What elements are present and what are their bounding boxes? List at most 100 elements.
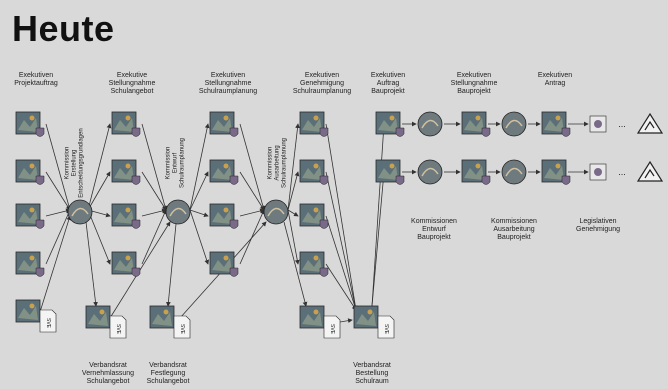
node-exekutive-col1-3 [16, 252, 44, 277]
arrow [326, 216, 356, 310]
node-layer: SVE SVE SVE SVE SVE...... [16, 112, 662, 338]
document-label: SVE [45, 318, 51, 329]
node-exekutiven-antrag-1 [542, 160, 570, 185]
arrow [142, 124, 166, 210]
arrow [142, 172, 166, 210]
coat-of-arms-icon [36, 268, 44, 277]
arrow [240, 124, 264, 210]
crest-detail [164, 310, 169, 315]
crest-detail [30, 164, 35, 169]
document-label: SVE [383, 324, 389, 335]
node-exekutive-col4-3 [300, 252, 328, 277]
node-exekutive-col3-3 [210, 252, 238, 277]
arrow [326, 172, 356, 310]
node-verbandsrat-2 [150, 306, 174, 328]
arrow [190, 124, 208, 210]
document-verbandsrat-2: SVE [174, 316, 190, 338]
crest-detail [314, 208, 319, 213]
crest-detail [126, 164, 131, 169]
crest-detail [30, 256, 35, 261]
coat-of-arms-icon [230, 268, 238, 277]
crest-detail [314, 116, 319, 121]
commission-circle [502, 112, 526, 136]
coat-of-arms-icon [132, 128, 140, 137]
arrow [190, 210, 208, 264]
document-col4: SVE [324, 316, 340, 338]
node-exekutive-col3-1 [210, 160, 238, 185]
commission-node-3 [264, 200, 288, 224]
arrow [326, 264, 356, 310]
arrow [88, 172, 110, 210]
crest-detail [100, 310, 105, 315]
coat-of-arms-icon [320, 220, 328, 229]
node-exekutive-col2-3 [112, 252, 140, 277]
document-verbandsrat-1: SVE [110, 316, 126, 338]
coat-of-arms-icon [36, 220, 44, 229]
arrow [190, 210, 208, 216]
commission-bau-entwurf-1 [418, 160, 442, 184]
coat-of-arms-icon [230, 220, 238, 229]
arrow [288, 210, 298, 216]
crest-detail [126, 208, 131, 213]
node-exekutive-col4-2 [300, 204, 328, 229]
node-exekutive-col2-1 [112, 160, 140, 185]
node-exekutive-col4-0 [300, 112, 328, 137]
crest-detail [556, 116, 561, 121]
crest-detail [30, 304, 35, 309]
crest-detail [126, 256, 131, 261]
arrow [46, 124, 70, 210]
crest-detail [30, 208, 35, 213]
node-exekutive-col2-2 [112, 204, 140, 229]
node-exekutive-col4-1 [300, 160, 328, 185]
node-exekutive-col2-0 [112, 112, 140, 137]
node-exekutive-col3-0 [210, 112, 238, 137]
arrow [46, 172, 70, 210]
coat-of-arms-icon [396, 128, 404, 137]
node-exekutive-col3-2 [210, 204, 238, 229]
ellipsis-0: ... [618, 119, 626, 129]
crest-detail [224, 164, 229, 169]
coat-of-arms-icon [396, 176, 404, 185]
warning-triangle [638, 114, 662, 133]
node-exekutive-col1-1 [16, 160, 44, 185]
arrow [190, 172, 208, 210]
node-exekutiven-auftrag-0 [376, 112, 404, 137]
arrow [326, 124, 356, 310]
crest-detail [476, 116, 481, 121]
commission-circle [418, 112, 442, 136]
coat-of-arms-icon [320, 176, 328, 185]
crest-detail [224, 116, 229, 121]
ellipsis-1: ... [618, 167, 626, 177]
document-label: SVE [179, 324, 185, 335]
legislative-symbol [594, 168, 602, 176]
coat-of-arms-icon [36, 128, 44, 137]
arrow [372, 124, 384, 306]
document-label: SVE [329, 324, 335, 335]
node-verbandsrat-3 [354, 306, 378, 328]
crest-detail [314, 256, 319, 261]
arrow [240, 172, 264, 210]
legislative-icon-1 [590, 164, 606, 180]
crest-detail [126, 116, 131, 121]
arrow [240, 210, 264, 216]
coat-of-arms-icon [132, 220, 140, 229]
coat-of-arms-icon [482, 176, 490, 185]
commission-circle [418, 160, 442, 184]
coat-of-arms-icon [562, 128, 570, 137]
construction-warning-icon-0 [638, 114, 662, 133]
node-exekutiven-auftrag-1 [376, 160, 404, 185]
arrow [88, 210, 110, 264]
node-exekutiven-stellungnahme-1 [462, 160, 490, 185]
coat-of-arms-icon [36, 176, 44, 185]
coat-of-arms-icon [230, 128, 238, 137]
node-exekutiven-antrag-0 [542, 112, 570, 137]
arrow [288, 172, 298, 210]
node-exekutive-col1-2 [16, 204, 44, 229]
arrow [40, 216, 70, 312]
warning-triangle [638, 162, 662, 181]
construction-warning-icon-1 [638, 162, 662, 181]
crest-detail [368, 310, 373, 315]
arrow [46, 210, 70, 216]
crest-detail [314, 164, 319, 169]
